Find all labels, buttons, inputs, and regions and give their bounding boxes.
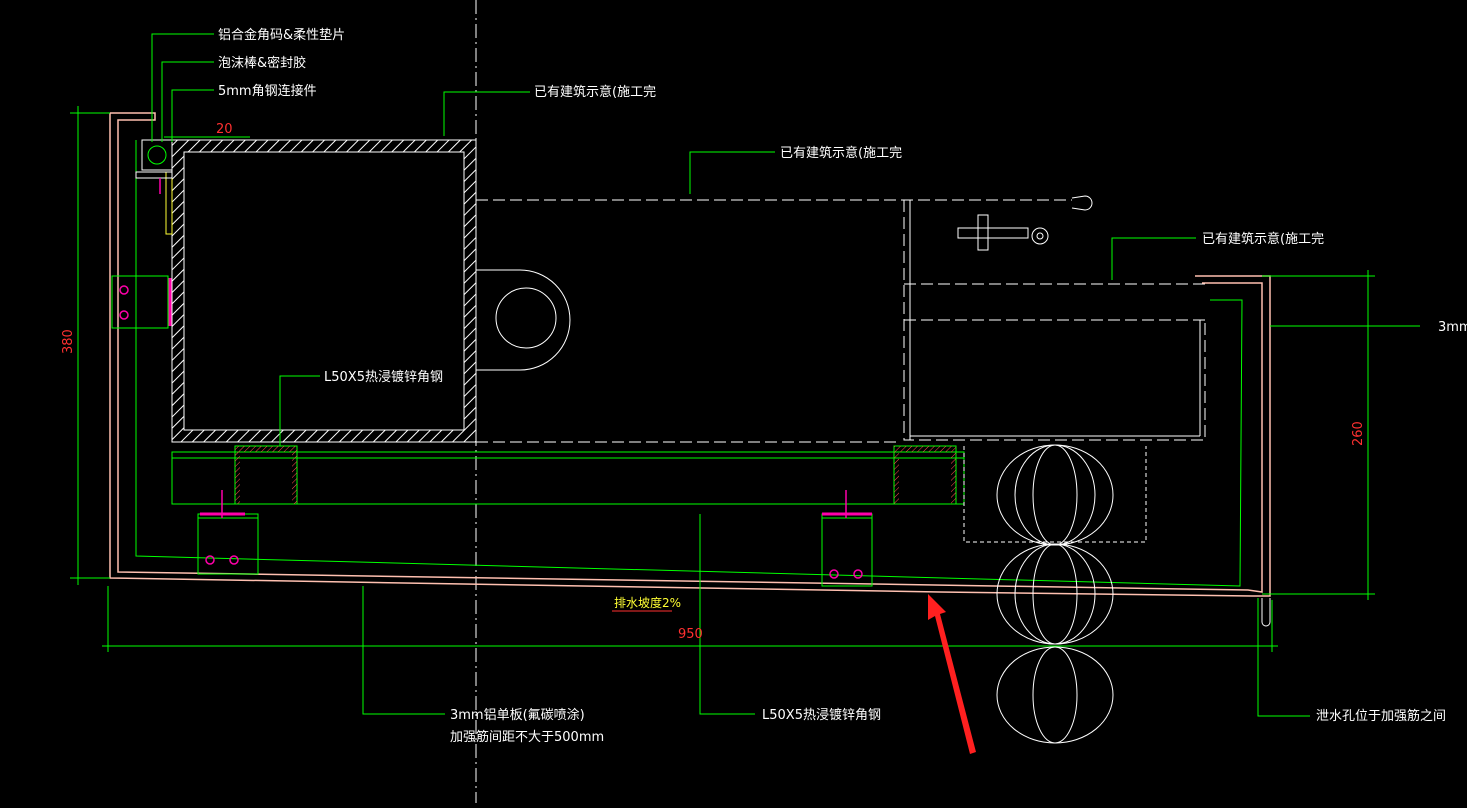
red-arrow-icon xyxy=(928,594,976,754)
label-existing-building-3: 已有建筑示意(施工完 xyxy=(1202,231,1324,247)
fixing-clamp-icon xyxy=(957,195,1093,251)
dimension-950: 950 xyxy=(678,627,703,642)
top-left-connector xyxy=(135,139,173,235)
label-existing-building-2: 已有建筑示意(施工完 xyxy=(780,145,902,161)
label-slope: 排水坡度2% xyxy=(614,595,681,610)
label-angle-steel-top: L50X5热浸镀锌角钢 xyxy=(324,369,443,385)
label-existing-building-1: 已有建筑示意(施工完 xyxy=(534,84,656,100)
label-corner-bracket: 铝合金角码&柔性垫片 xyxy=(218,27,345,43)
left-wall-bracket xyxy=(111,275,169,329)
bolt-icons xyxy=(119,278,872,579)
existing-building-dashed-3 xyxy=(903,200,1206,441)
existing-building-dashed-2 xyxy=(476,199,1072,443)
leader-lines xyxy=(151,33,1310,717)
dimension-380: 380 xyxy=(61,329,76,354)
drain-hole-icon xyxy=(1257,598,1271,650)
dimension-20: 20 xyxy=(216,122,233,137)
existing-building-wall xyxy=(171,139,477,443)
roll-circles xyxy=(963,444,1147,744)
dimension-260: 260 xyxy=(1351,421,1366,446)
inner-liner-profile xyxy=(135,140,1243,587)
pipe-detail xyxy=(476,269,571,371)
label-foam-sealant: 泡沫棒&密封胶 xyxy=(218,55,306,71)
angle-steel-beam xyxy=(171,445,965,505)
label-aluminum-panel-line1: 3mm铝单板(氟碳喷涂) xyxy=(450,707,585,723)
label-angle-connector: 5mm角钢连接件 xyxy=(218,83,317,99)
weld-marks xyxy=(235,446,956,504)
dimension-lines xyxy=(70,106,1420,652)
label-angle-steel-bottom: L50X5热浸镀锌角钢 xyxy=(762,707,881,723)
label-drain-hole: 泄水孔位于加强筋之间 xyxy=(1316,708,1446,724)
label-aluminum-panel-line2: 加强筋间距不大于500mm xyxy=(450,729,604,745)
label-right-cut: 3mm xyxy=(1438,320,1467,335)
bottom-bracket-left xyxy=(197,513,259,575)
